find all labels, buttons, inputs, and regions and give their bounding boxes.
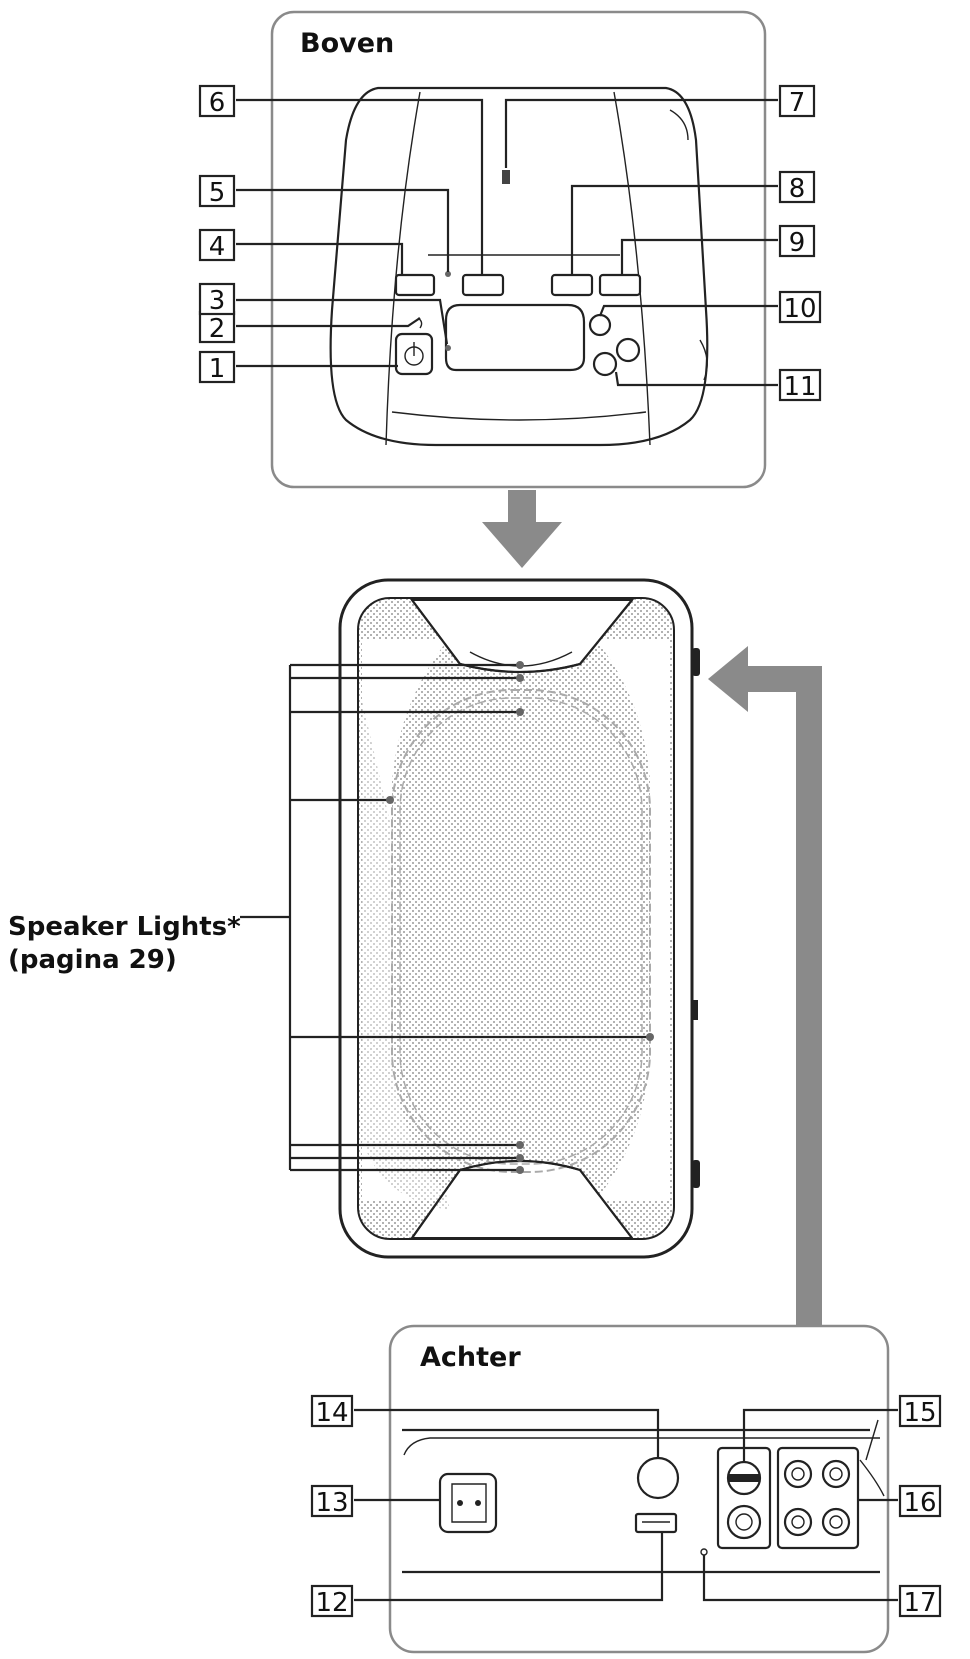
button-8 <box>550 273 594 297</box>
svg-text:11: 11 <box>783 372 816 402</box>
callout-1: 1 <box>198 350 236 384</box>
svg-text:16: 16 <box>903 1488 936 1518</box>
svg-text:2: 2 <box>209 314 226 344</box>
button-9 <box>598 273 642 297</box>
callout-8: 8 <box>778 170 816 204</box>
svg-text:4: 4 <box>209 232 226 262</box>
callout-17: 17 <box>898 1584 942 1618</box>
callout-6: 6 <box>198 84 236 118</box>
arrow-down <box>482 490 562 568</box>
callout-2: 2 <box>198 310 236 344</box>
volume-plus <box>615 337 641 363</box>
svg-text:17: 17 <box>903 1588 936 1618</box>
callout-13: 13 <box>310 1484 354 1518</box>
svg-text:7: 7 <box>789 88 806 118</box>
callout-10: 10 <box>778 290 822 324</box>
button-10 <box>588 313 612 337</box>
svg-text:3: 3 <box>209 286 226 316</box>
callout-12: 12 <box>310 1584 354 1618</box>
svg-text:8: 8 <box>789 174 806 204</box>
rear-view-panel: Achter <box>310 1324 942 1654</box>
callout-14: 14 <box>310 1394 354 1428</box>
callout-3: 3 <box>198 282 236 316</box>
svg-text:6: 6 <box>209 88 226 118</box>
svg-text:13: 13 <box>315 1488 348 1518</box>
touch-panel <box>444 303 586 372</box>
arrow-to-front <box>708 646 822 1326</box>
top-panel-title: Boven <box>300 28 394 59</box>
mic-7 <box>502 170 510 184</box>
callout-5: 5 <box>198 174 236 208</box>
svg-text:12: 12 <box>315 1588 348 1618</box>
button-4 <box>394 273 436 297</box>
callout-15: 15 <box>898 1394 942 1428</box>
button-6 <box>461 273 505 297</box>
svg-text:14: 14 <box>315 1398 348 1428</box>
rear-panel-title: Achter <box>420 1342 521 1373</box>
svg-text:5: 5 <box>209 178 226 208</box>
usb-port <box>634 1512 678 1534</box>
speaker-lights-page: (pagina 29) <box>8 945 177 975</box>
svg-text:15: 15 <box>903 1398 936 1428</box>
rear-button-14 <box>636 1456 680 1500</box>
indicator-3 <box>445 345 451 351</box>
svg-text:10: 10 <box>783 294 816 324</box>
callout-16: 16 <box>898 1484 942 1518</box>
callout-11: 11 <box>778 368 822 402</box>
callout-7: 7 <box>778 84 816 118</box>
speaker-lights-callout: Speaker Lights* (pagina 29) <box>8 661 654 1174</box>
top-view-panel: Boven <box>198 10 822 489</box>
front-view <box>338 578 700 1259</box>
indicator-5 <box>445 271 451 277</box>
ac-inlet <box>438 1472 498 1534</box>
svg-text:1: 1 <box>209 354 226 384</box>
speaker-lights-label: Speaker Lights* <box>8 912 241 942</box>
svg-text:9: 9 <box>789 228 806 258</box>
callout-4: 4 <box>198 228 236 262</box>
volume-minus <box>592 351 618 377</box>
callout-9: 9 <box>778 224 816 258</box>
